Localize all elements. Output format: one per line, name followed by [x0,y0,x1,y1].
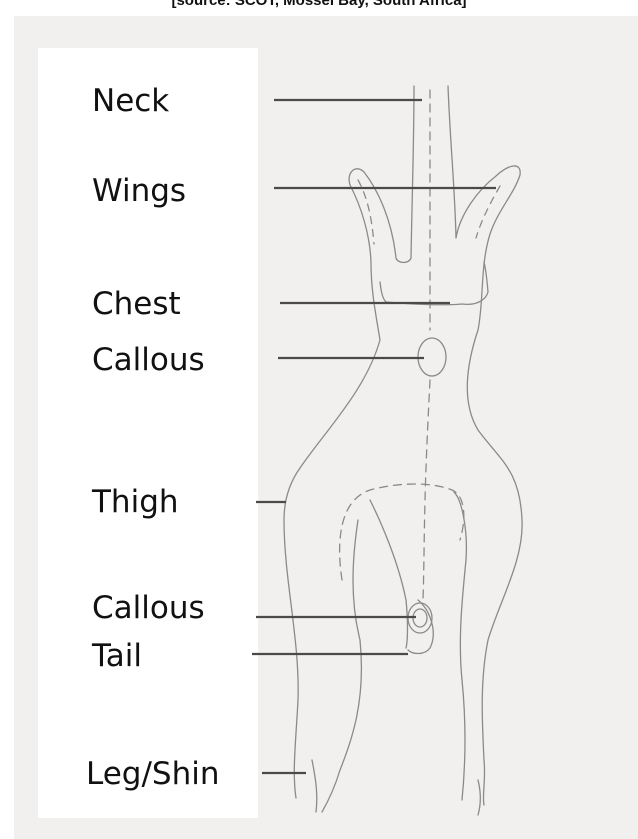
body-outline [284,86,522,815]
inner-leg-left [322,520,361,812]
foot-left [312,760,317,812]
label-leg-shin: Leg/Shin [86,756,220,792]
inner-leg-mid [370,500,408,648]
leader-lines [252,100,496,773]
wing-right-dashed [476,186,500,238]
label-callous-upper: Callous [92,342,205,378]
label-tail: Tail [92,638,142,674]
wing-left-dashed [358,180,374,244]
label-callous-lower: Callous [92,590,205,626]
neck-right-outline [448,86,522,805]
chest-outline [380,262,488,305]
label-thigh: Thigh [92,484,179,520]
label-wings: Wings [92,173,186,209]
thigh-dashed-outline [340,484,464,580]
label-neck: Neck [92,83,169,119]
foot-right [478,780,480,815]
label-chest: Chest [92,286,181,322]
neck-outline [284,86,414,798]
center-line-lower-dashed [423,380,430,600]
